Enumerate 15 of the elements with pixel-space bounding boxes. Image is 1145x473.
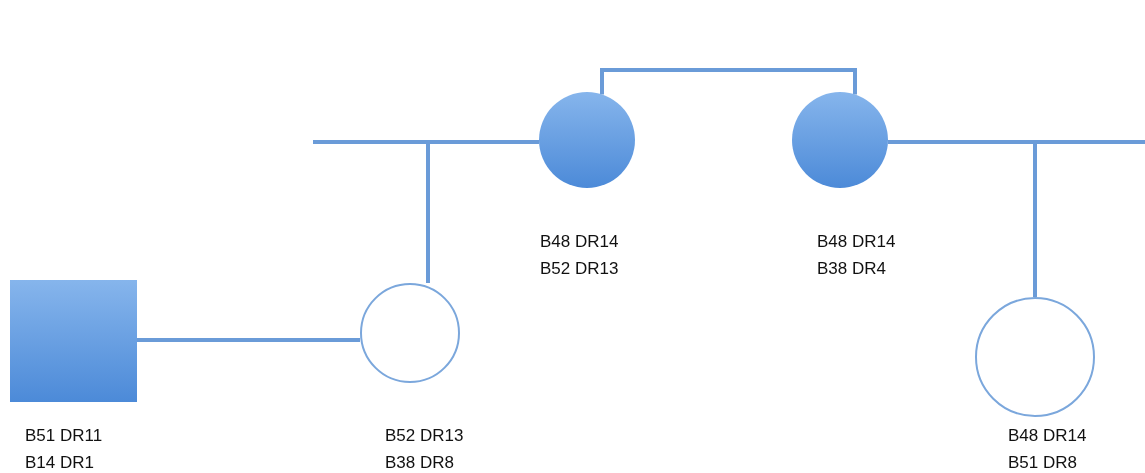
genotype-label: B48 DR14 [817, 231, 896, 253]
genotype-label: B14 DR1 [25, 452, 95, 473]
filled-square [10, 280, 137, 402]
genotype-label: B48 DR14 [1008, 425, 1087, 447]
connector-line [426, 140, 539, 283]
genotype-label: B51 DR8 [1008, 452, 1078, 473]
genotype-label: B38 DR8 [385, 452, 455, 473]
genotype-label: B52 DR13 [540, 258, 619, 280]
connector-line [137, 338, 360, 342]
genotype-label: B51 DR11 [25, 425, 103, 447]
connector-line [600, 68, 857, 95]
genotype-label: B52 DR13 [385, 425, 464, 447]
genotype-label: B48 DR14 [540, 231, 619, 253]
connector-line [888, 140, 1037, 297]
genotype-label: B38 DR4 [817, 258, 887, 280]
